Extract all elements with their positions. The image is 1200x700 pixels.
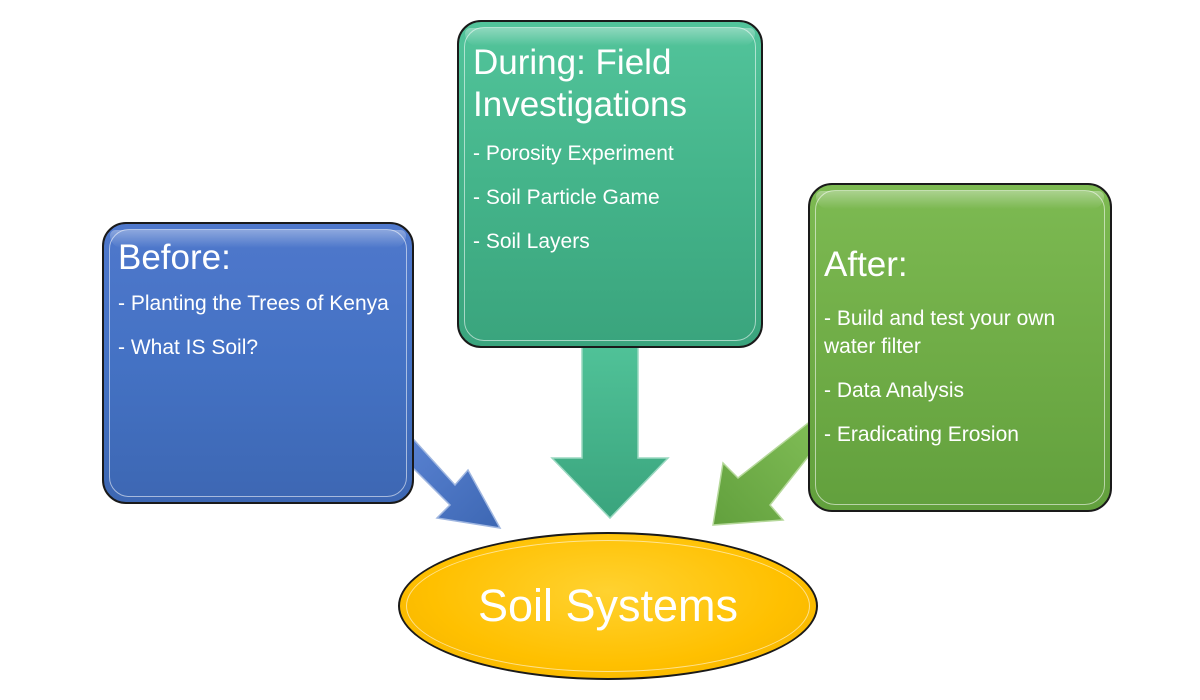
during-title-line1: During: Field [473, 43, 672, 82]
after-arrow [712, 418, 816, 526]
list-item: - Build and test your own water filter [824, 307, 1056, 358]
after-list: - Build and test your own water filter -… [824, 305, 1100, 449]
list-item: - Planting the Trees of Kenya [118, 292, 389, 315]
center-label: Soil Systems [477, 580, 739, 631]
during-list: - Porosity Experiment - Soil Particle Ga… [473, 140, 751, 256]
list-item: - Eradicating Erosion [824, 423, 1019, 446]
after-box: After: - Build and test your own water f… [808, 183, 1112, 512]
during-box: During: Field Investigations - Porosity … [457, 20, 763, 348]
list-item: - Porosity Experiment [473, 142, 674, 165]
during-title: During: Field Investigations [473, 42, 751, 126]
center-ellipse: Soil Systems [398, 532, 818, 680]
list-item: - Soil Layers [473, 230, 590, 253]
before-box: Before: - Planting the Trees of Kenya - … [102, 222, 414, 504]
list-item: - Soil Particle Game [473, 186, 660, 209]
after-title: After: [824, 245, 908, 284]
list-item: - What IS Soil? [118, 336, 259, 359]
before-arrow [399, 428, 502, 529]
list-item: - Data Analysis [824, 379, 965, 402]
before-title: Before: [118, 238, 231, 277]
during-title-line2: Investigations [473, 85, 688, 124]
before-list: - Planting the Trees of Kenya - What IS … [118, 290, 402, 362]
during-arrow [550, 344, 670, 520]
